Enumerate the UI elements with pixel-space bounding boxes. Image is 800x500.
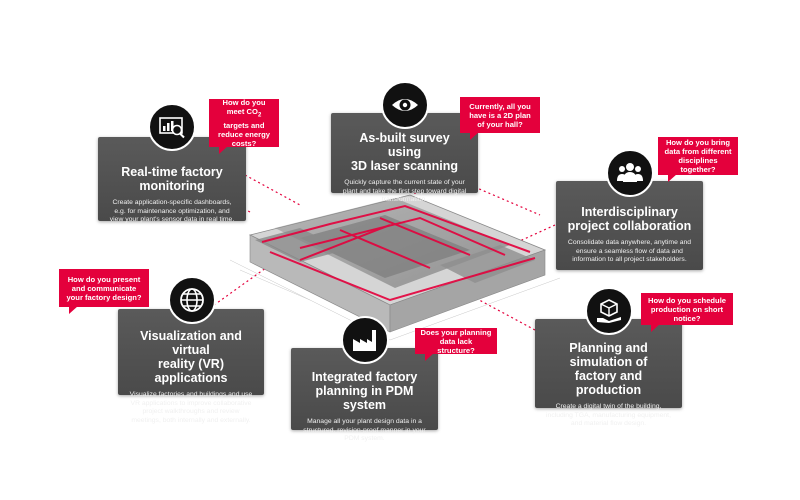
card-pdm-planning[interactable]: Integrated factory planning in PDM syste… — [291, 348, 438, 442]
dashboard-magnifier-icon — [148, 103, 196, 151]
factory-icon — [353, 330, 376, 351]
card-description: Visualize factories and buildings and us… — [129, 391, 253, 424]
question-bubble-co2: How do you meet CO2 targets and reduce e… — [209, 98, 279, 154]
card-description: Create application-specific dashboards, … — [109, 199, 235, 224]
card-title: Real-time factory monitoring — [121, 165, 223, 193]
globe-icon — [180, 288, 204, 312]
people-group-icon — [617, 163, 643, 182]
card-title: Interdisciplinary project collaboration — [567, 205, 692, 233]
card-description: Quickly capture the current state of you… — [342, 179, 467, 204]
factory-hall — [248, 194, 547, 333]
globe-icon — [168, 276, 216, 324]
dashboard-magnifier-icon — [159, 117, 185, 139]
factory-piping — [261, 204, 536, 302]
box-on-hand-icon — [597, 299, 621, 323]
card-title: Visualization and virtual reality (VR) a… — [140, 329, 242, 385]
card-description: Create a digital twin of the building, i… — [546, 403, 671, 428]
question-bubble-2d-plan: Currently, all you have is a 2D plan of … — [460, 97, 540, 140]
question-bubble-disciplines: How do you bring data from different dis… — [658, 137, 738, 182]
card-title: Planning and simulation of factory and p… — [569, 341, 648, 397]
eye-icon — [381, 81, 429, 129]
card-description: Manage all your plant design data in a s… — [303, 418, 426, 443]
card-description: Consolidate data anywhere, anytime and e… — [567, 239, 692, 264]
question-bubble-structure: Does your planning data lack structure? — [415, 328, 497, 361]
people-group-icon — [606, 149, 654, 197]
card-planning-simulation[interactable]: Planning and simulation of factory and p… — [535, 319, 682, 427]
card-title: Integrated factory planning in PDM syste… — [311, 370, 418, 412]
question-bubble-schedule: How do you schedule production on short … — [641, 293, 733, 332]
eye-icon — [392, 99, 418, 111]
box-on-hand-icon — [585, 287, 633, 335]
card-title: As-built survey using 3D laser scanning — [351, 131, 458, 173]
factory-icon — [341, 316, 389, 364]
question-bubble-present: How do you present and communicate your … — [59, 269, 149, 314]
